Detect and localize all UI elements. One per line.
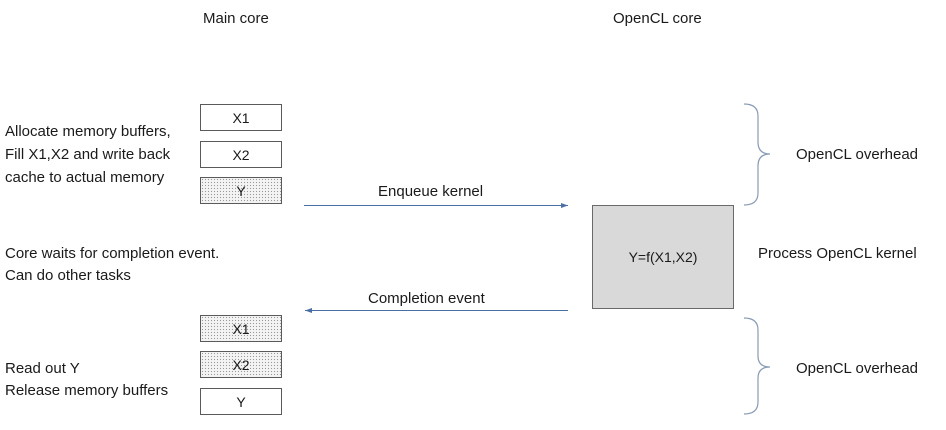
read-out-text-line-2: Release memory buffers xyxy=(5,382,169,399)
buffer-x2-bottom: X2 xyxy=(200,351,282,378)
allocate-text-line-3: cache to actual memory xyxy=(5,169,165,186)
opencl-overhead-top-label: OpenCL overhead xyxy=(796,146,919,163)
allocate-text-line-2: Fill X1,X2 and write back xyxy=(5,146,171,163)
overhead-top-brace xyxy=(743,103,771,206)
wait-text-line-1: Core waits for completion event. xyxy=(5,245,220,262)
enqueue-kernel-label: Enqueue kernel xyxy=(378,183,484,200)
opencl-overhead-bottom-label: OpenCL overhead xyxy=(796,360,919,377)
buffer-x1-bottom: X1 xyxy=(200,315,282,342)
read-out-text-line-1: Read out Y xyxy=(5,360,80,377)
completion-event-label: Completion event xyxy=(368,290,485,307)
wait-text-line-2: Can do other tasks xyxy=(5,267,131,284)
opencl-kernel-box: Y=f(X1,X2) xyxy=(592,205,734,309)
buffer-x1-top: X1 xyxy=(200,104,282,131)
buffer-y-bottom: Y xyxy=(200,388,282,415)
overhead-bottom-brace xyxy=(743,317,771,415)
process-kernel-label: Process OpenCL kernel xyxy=(758,245,917,262)
allocate-text-line-1: Allocate memory buffers, xyxy=(5,123,171,140)
opencl-core-header: OpenCL core xyxy=(613,10,702,27)
main-core-header: Main core xyxy=(203,10,269,27)
buffer-y-top: Y xyxy=(200,177,282,204)
buffer-x2-top: X2 xyxy=(200,141,282,168)
